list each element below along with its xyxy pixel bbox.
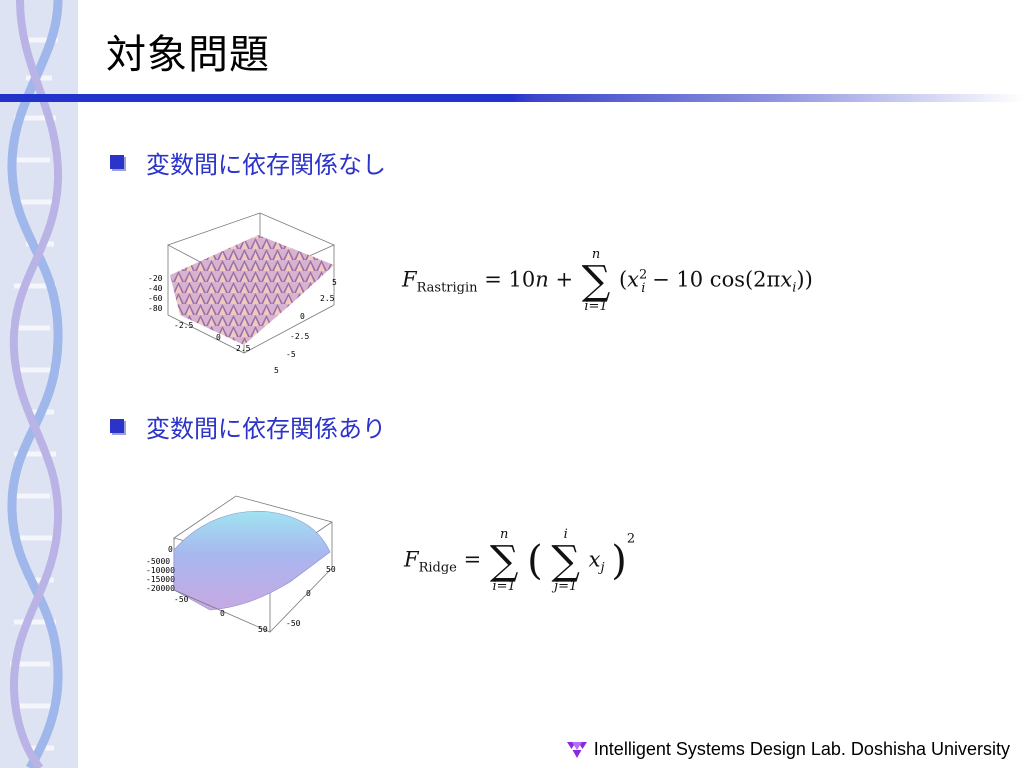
bullet-square-icon	[110, 419, 124, 433]
rastrigin-formula: FRastrigin = 10n + n ∑ i=1 (x2i − 10 cos…	[402, 247, 813, 314]
x-tick: -2.5	[174, 321, 193, 330]
z-tick: -60	[148, 294, 163, 303]
y-tick: -2.5	[290, 332, 309, 341]
y-tick: 0	[300, 312, 305, 321]
y-tick: -50	[286, 619, 301, 628]
x-tick: 0	[220, 609, 225, 618]
y-tick: 2.5	[320, 294, 335, 303]
z-tick: -40	[148, 284, 163, 293]
sidebar-decoration	[0, 0, 78, 768]
ridge-formula: FRidge = n ∑ i=1 ( i ∑ j=1 xj )2	[404, 527, 636, 594]
footer: Intelligent Systems Design Lab. Doshisha…	[566, 739, 1010, 760]
bullet-item: 変数間に依存関係あり	[110, 406, 386, 446]
z-tick: -20000	[146, 584, 175, 593]
z-tick: -80	[148, 304, 163, 313]
z-tick: -15000	[146, 575, 175, 584]
z-tick: -5000	[146, 557, 170, 566]
ridge-surface-plot: 0 -5000 -10000 -15000 -20000 -50 0 50 50…	[146, 495, 336, 634]
y-tick: -5	[286, 350, 296, 359]
summation: i ∑ j=1	[551, 527, 580, 594]
x-tick: 2.5	[236, 344, 251, 353]
summation: n ∑ i=1	[489, 527, 519, 594]
summation: n ∑ i=1	[581, 247, 611, 314]
x-tick: 50	[258, 625, 268, 634]
x-tick: -50	[174, 595, 189, 604]
bullet-text: 変数間に依存関係なし	[146, 150, 386, 179]
y-tick: 50	[326, 565, 336, 574]
bullet-text: 変数間に依存関係あり	[146, 414, 386, 443]
footer-text: Intelligent Systems Design Lab. Doshisha…	[593, 739, 1010, 759]
triangle-cluster-icon	[566, 741, 587, 758]
z-tick: -20	[148, 274, 163, 283]
bullet-square-icon	[110, 155, 124, 169]
dna-helix-icon	[7, 0, 63, 768]
rastrigin-surface-plot: -20 -40 -60 -80 -2.5 0 2.5 5 5 2.5 0 -2.…	[148, 212, 337, 375]
x-tick: 0	[216, 333, 221, 342]
surface-mesh	[170, 235, 334, 345]
z-tick: 0	[168, 545, 173, 554]
y-tick: 5	[332, 278, 337, 287]
bullet-item: 変数間に依存関係なし	[110, 142, 386, 182]
x-tick: 5	[274, 366, 279, 375]
y-tick: 0	[306, 589, 311, 598]
page-title: 対象問題	[106, 32, 270, 78]
surface-mesh	[173, 511, 331, 611]
z-tick: -10000	[146, 566, 175, 575]
title-rule	[0, 94, 1024, 102]
